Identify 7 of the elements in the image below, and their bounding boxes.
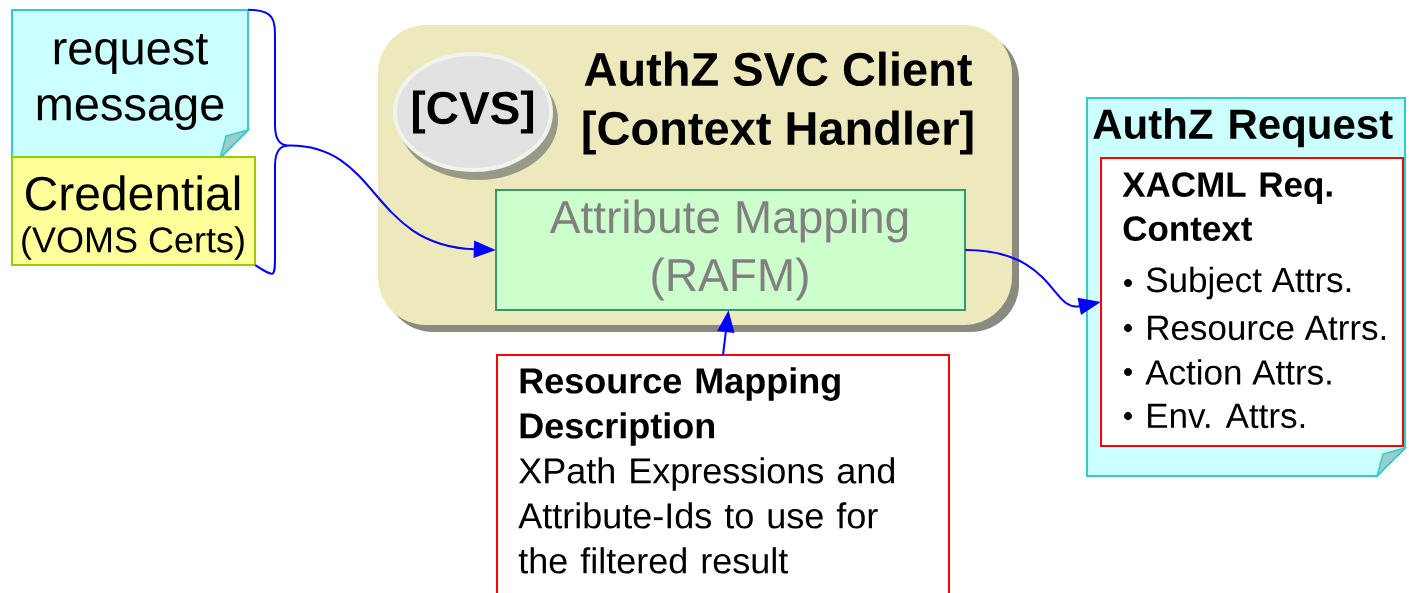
list-item: Action Attrs. [1145, 359, 1331, 385]
mapping-box: Attribute Mapping (RAFM) [495, 189, 966, 311]
credential-box: Credential (VOMS Certs) [11, 156, 256, 266]
list-item: Subject Attrs. [1146, 266, 1351, 300]
list-item: Resource Atrrs. [1148, 315, 1386, 341]
description-box: Resource Mapping Description XPath Expressions and Attribute-Ids to use for the filtered result [496, 354, 950, 593]
list-item: Env. Attrs. [1148, 403, 1305, 429]
